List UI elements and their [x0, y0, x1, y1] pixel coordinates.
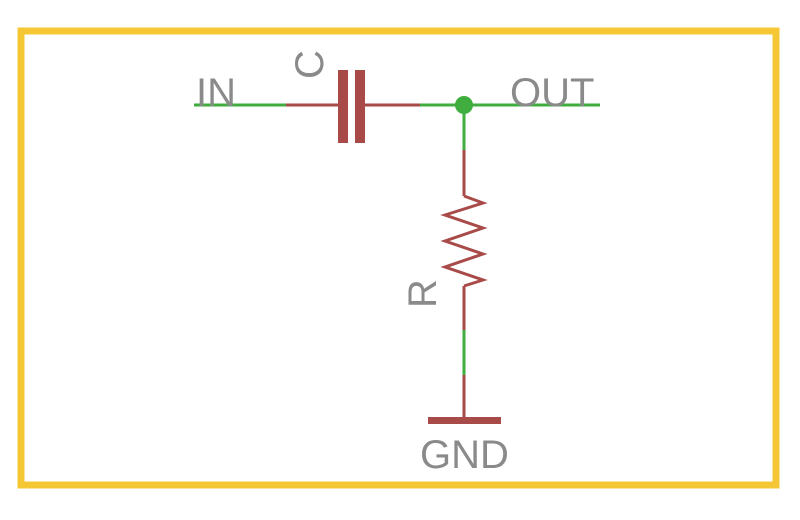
capacitor-plate-right	[355, 70, 365, 143]
capacitor-plate-left	[338, 70, 348, 143]
diagram-frame	[17, 27, 780, 489]
resistor-label: R	[401, 279, 445, 308]
output-label: OUT	[510, 71, 594, 115]
resistor-zigzag	[440, 194, 488, 288]
ground-symbol	[428, 417, 501, 424]
ground-label: GND	[420, 433, 509, 477]
capacitor-label: C	[288, 50, 332, 79]
input-label: IN	[196, 71, 236, 115]
